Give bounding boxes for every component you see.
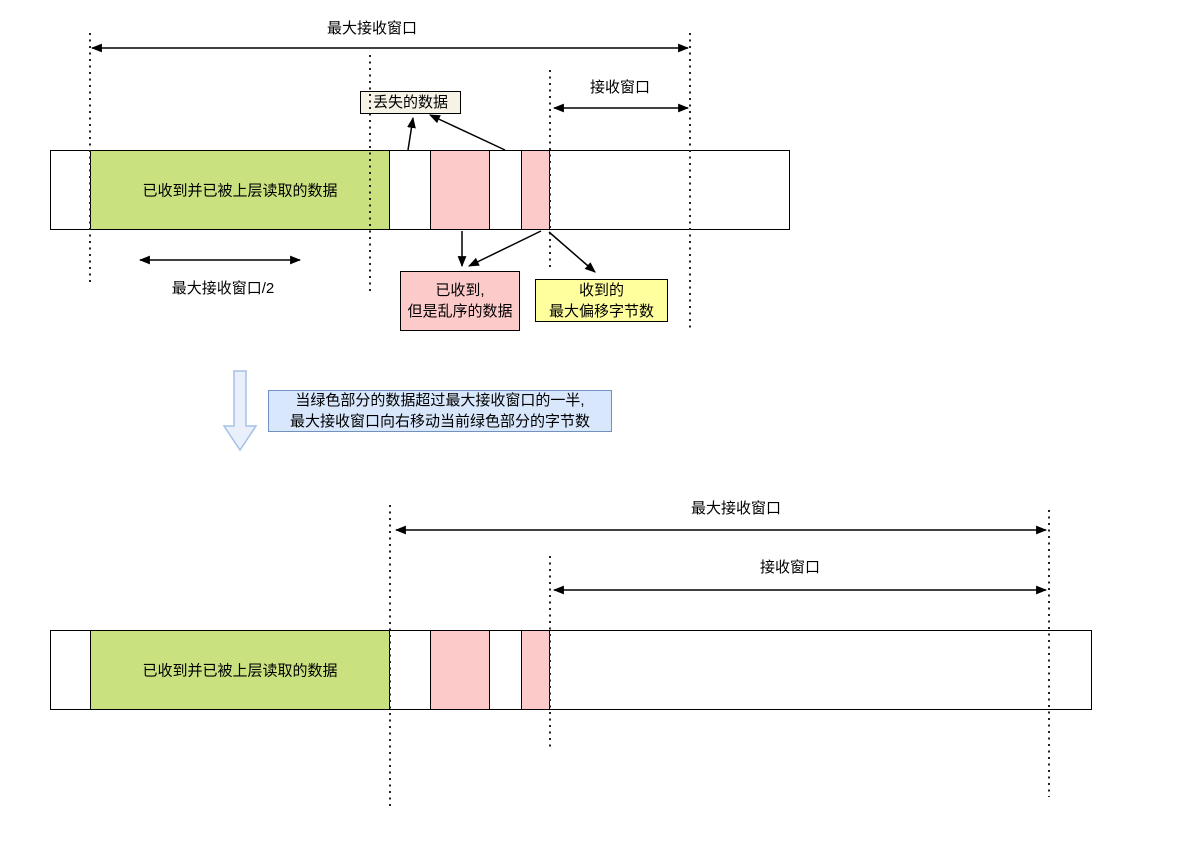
max-offset-line1: 收到的 — [578, 281, 624, 299]
top-max-window-label: 最大接收窗口 — [326, 20, 418, 37]
top-read-data-label: 已收到并已被上层读取的数据 — [142, 182, 338, 200]
top-out-of-order-segment-2 — [521, 151, 550, 229]
top-buffer-bar: 已收到并已被上层读取的数据 — [50, 150, 790, 230]
lost-data-label: 丢失的数据 — [372, 94, 448, 111]
out-of-order-line2: 但是乱序的数据 — [407, 303, 513, 320]
top-recv-window-label: 接收窗口 — [589, 79, 651, 96]
bottom-out-of-order-segment-1 — [430, 631, 490, 709]
bottom-recv-window-label: 接收窗口 — [759, 559, 821, 576]
top-read-data-segment: 已收到并已被上层读取的数据 — [90, 151, 390, 229]
bottom-out-of-order-segment-2 — [521, 631, 550, 709]
top-half-window-label: 最大接收窗口/2 — [171, 280, 275, 297]
max-offset-box: 收到的 最大偏移字节数 — [535, 279, 668, 322]
bottom-buffer-bar: 已收到并已被上层读取的数据 — [50, 630, 1092, 710]
lost-data-arrow-1 — [407, 116, 416, 151]
bottom-max-window-label: 最大接收窗口 — [690, 500, 782, 517]
transition-note-box: 当绿色部分的数据超过最大接收窗口的一半, 最大接收窗口向右移动当前绿色部分的字节… — [268, 390, 612, 432]
top-out-of-order-segment-1 — [430, 151, 490, 229]
transition-note-line1: 当绿色部分的数据超过最大接收窗口的一半, — [295, 392, 585, 409]
down-arrow — [222, 370, 258, 452]
out-of-order-line1: 已收到, — [435, 282, 485, 299]
transition-note-line2: 最大接收窗口向右移动当前绿色部分的字节数 — [289, 413, 590, 430]
bottom-read-data-segment: 已收到并已被上层读取的数据 — [90, 631, 390, 709]
lost-data-arrow-2 — [429, 114, 506, 151]
max-offset-line2: 最大偏移字节数 — [548, 302, 654, 320]
bottom-read-data-label: 已收到并已被上层读取的数据 — [142, 662, 338, 680]
out-of-order-box: 已收到, 但是乱序的数据 — [400, 271, 520, 331]
out-of-order-arrow-2 — [468, 230, 542, 267]
max-offset-arrow — [548, 231, 596, 273]
lost-data-box: 丢失的数据 — [360, 91, 461, 114]
